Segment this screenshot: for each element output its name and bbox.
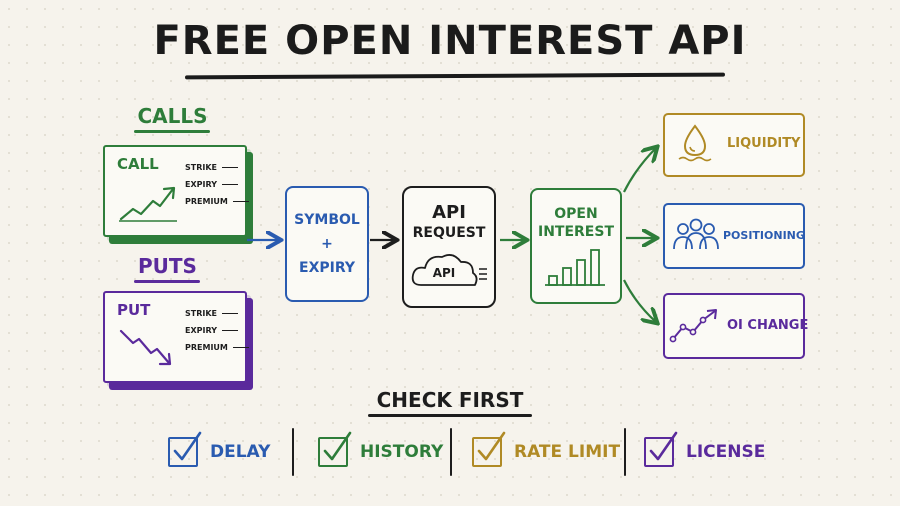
uptrend-icon (119, 186, 177, 222)
oi-change-label: OI CHANGE (727, 318, 809, 333)
checkmark-icon (477, 431, 506, 461)
page-title: FREE OPEN INTEREST API (153, 18, 747, 64)
check-item-history: HISTORY (318, 431, 444, 472)
arrow-oi-to-oi-change (623, 279, 656, 322)
open-interest-box: OPEN INTEREST (530, 188, 622, 304)
call-field-strike: STRIKE (185, 163, 249, 172)
api-request-box: API REQUEST API (402, 186, 496, 308)
check-item-license: LICENSE (644, 431, 766, 472)
line-trend-icon (669, 309, 717, 343)
positioning-label: POSITIONING (723, 229, 805, 242)
plus-label: + (321, 236, 333, 252)
interest-label: INTEREST (537, 224, 614, 240)
check-label-delay: DELAY (210, 442, 271, 462)
put-card: PUT STRIKE EXPIRY PREMIUM (103, 291, 249, 383)
put-card-title: PUT (117, 301, 151, 319)
oi-change-box: OI CHANGE (663, 293, 809, 359)
put-field-strike: STRIKE (185, 309, 249, 318)
api-label: API (432, 202, 466, 223)
checkbox-delay (168, 431, 202, 467)
checkbox-license (644, 431, 678, 467)
bar-chart-icon (545, 249, 605, 286)
request-label: REQUEST (412, 225, 486, 241)
check-divider-3 (624, 428, 626, 476)
check-item-rate-limit: RATE LIMIT (472, 431, 621, 472)
put-field-expiry: EXPIRY (185, 326, 249, 335)
api-cloud-label: API (432, 266, 456, 280)
api-cloud-icon: API (409, 249, 489, 291)
people-icon (673, 218, 719, 250)
symbol-label: SYMBOL (294, 212, 360, 228)
expiry-label: EXPIRY (299, 260, 355, 276)
put-field-list: STRIKE EXPIRY PREMIUM (185, 309, 249, 360)
checkbox-rate-limit (472, 431, 506, 467)
calls-heading: CALLS (137, 104, 208, 128)
calls-heading-underline (134, 130, 210, 133)
checkbox-history (318, 431, 352, 467)
checkmark-icon (649, 431, 678, 461)
call-field-premium: PREMIUM (185, 197, 249, 206)
call-field-expiry: EXPIRY (185, 180, 249, 189)
put-field-premium: PREMIUM (185, 343, 249, 352)
check-divider-2 (450, 428, 452, 476)
positioning-box: POSITIONING (663, 203, 805, 269)
check-label-history: HISTORY (360, 442, 444, 462)
water-drop-icon (678, 124, 712, 162)
liquidity-label: LIQUIDITY (727, 136, 801, 151)
downtrend-icon (119, 329, 172, 366)
call-field-list: STRIKE EXPIRY PREMIUM (185, 163, 249, 214)
arrow-oi-to-liquidity (623, 148, 656, 193)
check-label-license: LICENSE (686, 442, 766, 462)
check-first-underline (368, 414, 532, 417)
symbol-expiry-box: SYMBOL + EXPIRY (285, 186, 369, 302)
open-label: OPEN (554, 206, 598, 222)
call-card: CALL STRIKE EXPIRY PREMIUM (103, 145, 249, 237)
puts-heading: PUTS (138, 254, 197, 278)
check-item-delay: DELAY (168, 431, 271, 472)
check-divider-1 (292, 428, 294, 476)
checkmark-icon (323, 431, 352, 461)
call-card-title: CALL (117, 155, 159, 173)
check-label-rate-limit: RATE LIMIT (514, 442, 621, 462)
checkmark-icon (173, 431, 202, 461)
liquidity-box: LIQUIDITY (663, 113, 805, 177)
check-first-heading: CHECK FIRST (376, 388, 524, 412)
puts-heading-underline (134, 280, 200, 283)
